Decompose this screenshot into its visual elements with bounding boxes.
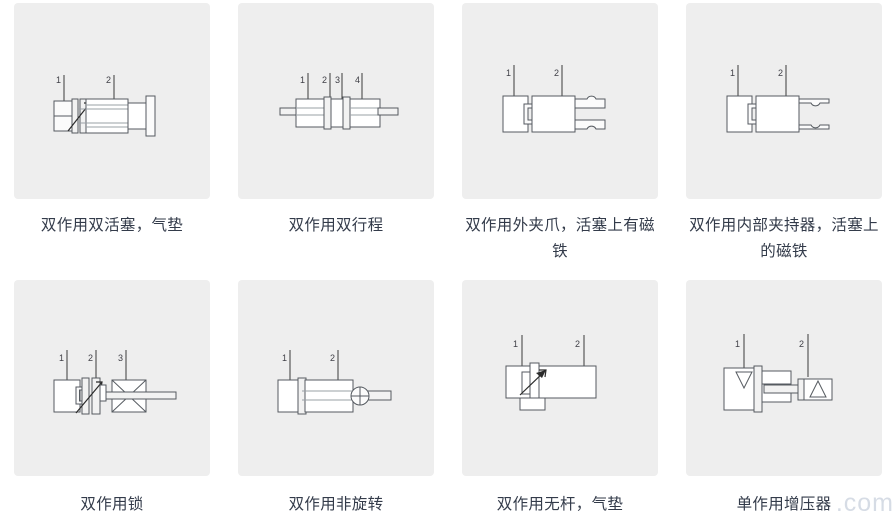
item-caption-8: 单作用增压器 [736,496,832,513]
gallery-item-2[interactable]: 1 2 3 4 [224,0,448,275]
callout-label: 1 [300,75,305,85]
gallery-item-3[interactable]: 1 2 双作用外夹爪，活塞上有磁铁 [448,0,672,275]
gallery-item-1[interactable]: 1 2 [0,0,224,275]
symbol-thumbnail-4[interactable]: 1 2 [686,3,882,199]
item-caption-4: 双作用内部夹持器，活塞上的磁铁 [689,217,879,260]
callout-label: 2 [799,339,804,349]
symbol-thumbnail-3[interactable]: 1 2 [462,3,658,199]
symbol-thumbnail-6[interactable]: 1 2 [238,280,434,476]
callout-label: 2 [322,75,327,85]
diagram-double-acting-internal-gripper-magnet: 1 2 [726,65,830,133]
callout-label: 2 [106,75,111,85]
symbol-thumbnail-5[interactable]: 1 2 3 [14,280,210,476]
symbol-thumbnail-7[interactable]: 1 2 [462,280,658,476]
callout-label: 4 [355,75,360,85]
callout-label: 1 [506,68,511,78]
diagram-double-acting-rodless-cushion: 1 2 [505,335,597,411]
callout-label: 1 [56,75,61,85]
symbol-thumbnail-8[interactable]: 1 2 [686,280,882,476]
gallery-item-4[interactable]: 1 2 双作用内部夹持器，活塞上的磁铁 [672,0,896,275]
callout-label: 3 [335,75,340,85]
diagram-double-acting-external-gripper-magnet: 1 2 [502,65,606,133]
callout-label: 2 [330,353,335,363]
diagram-double-acting-double-stroke: 1 2 3 4 [279,73,399,130]
gallery-item-7[interactable]: 1 2 双作用无杆，气垫 [448,275,672,530]
symbol-thumbnail-1[interactable]: 1 2 [14,3,210,199]
item-caption-5: 双作用锁 [80,496,144,513]
item-caption-3: 双作用外夹爪，活塞上有磁铁 [465,217,655,260]
item-caption-2: 双作用双行程 [288,217,384,234]
item-caption-1: 双作用双活塞，气垫 [40,217,184,234]
callout-label: 2 [778,68,783,78]
callout-label: 1 [735,339,740,349]
diagram-double-acting-lock: 1 2 3 [53,350,177,415]
callout-label: 1 [730,68,735,78]
item-caption-6: 双作用非旋转 [288,496,384,513]
callout-label: 1 [282,353,287,363]
diagram-double-acting-non-rotating: 1 2 [277,350,392,415]
gallery-item-5[interactable]: 1 2 3 [0,275,224,530]
callout-label: 1 [59,353,64,363]
callout-label: 2 [575,339,580,349]
callout-label: 2 [554,68,559,78]
diagram-double-acting-double-piston-cushion: 1 2 [53,75,156,137]
callout-label: 1 [513,339,518,349]
callout-label: 2 [88,353,93,363]
diagram-single-acting-pressure-booster: 1 2 [723,334,833,413]
callout-label: 3 [118,353,123,363]
gallery-item-8[interactable]: 1 2 单作用增压器 .com [672,275,896,530]
symbol-thumbnail-2[interactable]: 1 2 3 4 [238,3,434,199]
gallery-item-6[interactable]: 1 2 双作用非旋转 [224,275,448,530]
item-caption-7: 双作用无杆，气垫 [496,496,624,513]
